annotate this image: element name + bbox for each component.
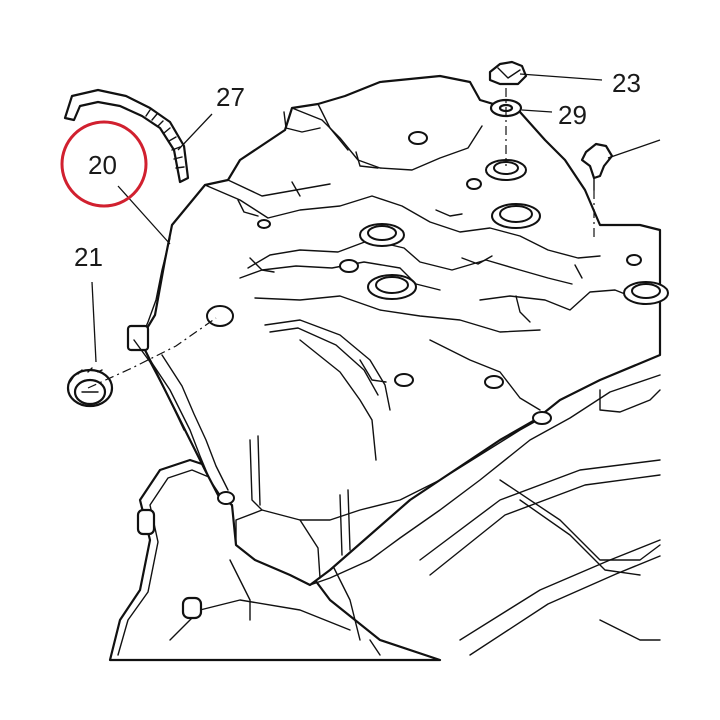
- part-23-grommet: [488, 60, 528, 86]
- callout-21: 21: [74, 242, 103, 272]
- assembly-axes: [87, 88, 595, 389]
- callout-27: 27: [216, 82, 245, 112]
- gasket-grommet-bottom: [181, 596, 203, 620]
- part-20-wiring-harness: [126, 237, 185, 431]
- pcv-port: [206, 305, 234, 327]
- gasket-grommet-left: [136, 508, 156, 536]
- highlight-circle: [60, 120, 148, 208]
- part-21-filler-cap: [66, 367, 114, 408]
- cover-bolts: [217, 131, 642, 505]
- leader-lines: [91, 73, 661, 363]
- lower-gasket-assembly: [108, 458, 661, 662]
- valve-cover-body: [138, 74, 669, 587]
- callout-29: 29: [558, 100, 587, 130]
- callout-20: 20: [88, 150, 117, 180]
- callout-23: 23: [612, 68, 641, 98]
- sensor-clip: [580, 142, 614, 191]
- harness-connector: [126, 324, 150, 352]
- part-27-breather-hose: [63, 88, 190, 184]
